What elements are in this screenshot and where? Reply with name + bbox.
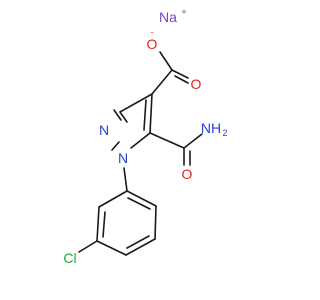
carbonyl-oxygen-label: O <box>191 76 202 92</box>
amide-nitrogen-label: NH <box>201 120 221 136</box>
bond-c4-c5 <box>149 93 153 134</box>
bond-ph3-ph4 <box>96 240 127 256</box>
pyrazole-n2-label: N <box>99 122 109 138</box>
carboxylate-oxygen-charge: - <box>151 27 154 37</box>
carboxamide-bonds <box>149 132 203 166</box>
atom-labels: Na + O - O NH 2 O N N Cl <box>63 7 227 266</box>
sodium-charge: + <box>181 7 186 17</box>
bond-ph6-ph1-inner <box>127 197 151 210</box>
bond-n2-c3 <box>119 111 128 123</box>
phenyl-ring-bonds <box>96 190 157 256</box>
sodium-label: Na <box>159 9 177 25</box>
bond-ph4-ph5-inner <box>126 235 150 249</box>
carboxylate-oxygen-label: O <box>147 36 158 52</box>
pyrazole-ring-bonds <box>111 93 153 151</box>
bond-n2-c3-double <box>113 109 122 121</box>
amide-oxygen-label: O <box>182 166 193 182</box>
pyrazole-n1-label: N <box>118 150 128 166</box>
bond-carboxyl-o-double <box>171 69 189 79</box>
chlorine-label: Cl <box>63 250 76 266</box>
bond-ph2-ph3 <box>96 206 100 242</box>
bond-ph6-ph1 <box>126 190 157 207</box>
molecule-structure-diagram: Na + O - O NH 2 O N N Cl <box>63 7 227 266</box>
bond-c4-c5-double <box>143 99 147 131</box>
bond-c5-amide <box>149 132 185 149</box>
bond-n1-phenyl <box>123 167 128 192</box>
bond-carboxyl-o-single <box>159 51 173 71</box>
carboxylate-bonds <box>151 51 189 95</box>
amide-nitrogen-subscript: 2 <box>222 128 227 138</box>
bond-amide-n <box>183 133 203 149</box>
bond-ph1-ph2 <box>98 190 128 208</box>
bond-carboxyl-o-double-2 <box>174 75 189 84</box>
bond-ph4-ph5 <box>125 238 156 256</box>
bond-c5-n1 <box>130 132 151 149</box>
bond-c4-carboxyl <box>151 69 173 95</box>
bond-ph5-ph6 <box>154 205 157 240</box>
bond-c3-c4 <box>119 93 153 113</box>
bond-n1-n2 <box>111 141 120 151</box>
bond-ph3-cl <box>78 240 98 253</box>
bond-ph2-ph3-inner <box>102 211 106 238</box>
